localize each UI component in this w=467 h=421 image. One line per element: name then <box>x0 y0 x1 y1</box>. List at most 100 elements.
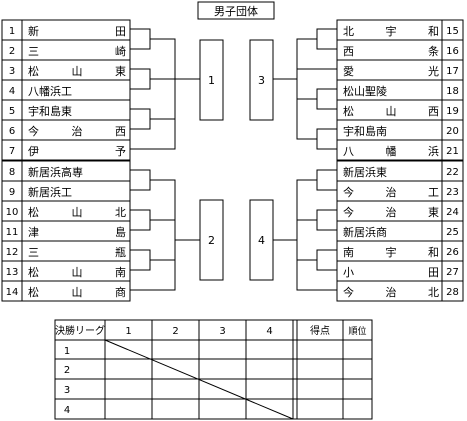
team-name: 新居浜工 <box>28 185 72 199</box>
league-rank-header: 順位 <box>348 325 366 337</box>
team-name: 小田 <box>343 266 439 279</box>
svg-text:新居浜工: 新居浜工 <box>28 185 72 199</box>
team-name: 南宇和 <box>343 246 439 259</box>
svg-text:北: 北 <box>115 206 126 219</box>
svg-text:山: 山 <box>72 206 83 219</box>
team-name: 宇和島南 <box>343 124 387 138</box>
league-row-2: 2 <box>64 365 70 376</box>
block-label-2: 2 <box>208 234 215 247</box>
team-name: 今治北 <box>343 285 439 299</box>
team-seed: 20 <box>446 126 459 137</box>
team-name: 北宇和 <box>343 25 439 38</box>
team-name: 宇和島東 <box>28 104 72 118</box>
svg-text:新居浜高専: 新居浜高専 <box>28 165 83 179</box>
svg-text:宇和島南: 宇和島南 <box>343 124 387 138</box>
team-name: 三崎 <box>28 44 126 58</box>
team-row: 26南宇和 <box>336 240 464 262</box>
svg-text:和: 和 <box>428 25 439 38</box>
team-seed: 19 <box>446 106 459 117</box>
team-name: 伊予 <box>28 145 126 158</box>
team-name: 今治東 <box>343 205 439 219</box>
svg-text:宇: 宇 <box>386 246 397 259</box>
team-seed: 10 <box>6 207 19 218</box>
team-row: 27 小田 <box>336 260 464 282</box>
team-seed: 27 <box>446 267 459 278</box>
team-seed: 14 <box>6 287 19 298</box>
team-name: 新居浜高専 <box>28 165 83 179</box>
team-row: 4 八幡浜工 <box>1 79 131 101</box>
team-row: 14 松山商 <box>1 280 131 302</box>
league-header: 決勝リーグ <box>55 324 105 337</box>
svg-text:瓶: 瓶 <box>115 245 126 259</box>
svg-text:伊: 伊 <box>28 145 39 158</box>
title-box <box>197 1 275 20</box>
left-bracket-lines <box>130 28 200 291</box>
svg-text:今: 今 <box>343 285 354 299</box>
svg-text:和: 和 <box>428 246 439 259</box>
team-row: 24今治東 <box>336 200 464 222</box>
team-seed: 22 <box>446 167 459 178</box>
team-row: 25 新居浜商 <box>336 220 464 242</box>
team-row: 21八幡浜 <box>336 139 464 161</box>
team-row: 7 伊予 <box>1 139 131 161</box>
team-seed: 15 <box>446 26 459 37</box>
league-col-2: 2 <box>172 326 178 337</box>
block-label-3: 3 <box>258 74 265 87</box>
svg-text:松: 松 <box>28 265 39 279</box>
svg-text:山: 山 <box>72 65 83 78</box>
team-name: 松山商 <box>28 285 126 299</box>
team-seed: 28 <box>446 287 459 298</box>
svg-text:新: 新 <box>28 24 39 38</box>
svg-text:松: 松 <box>28 64 39 78</box>
svg-text:南: 南 <box>343 246 354 259</box>
block-label-1: 1 <box>208 74 215 87</box>
team-seed: 7 <box>9 146 15 157</box>
league-col-1: 1 <box>125 326 131 337</box>
block-box-4 <box>249 199 274 281</box>
svg-text:崎: 崎 <box>115 44 126 58</box>
team-row: 16西条 <box>336 39 464 61</box>
svg-text:西: 西 <box>115 125 126 138</box>
team-seed: 21 <box>446 146 459 157</box>
svg-text:治: 治 <box>386 185 397 199</box>
svg-text:田: 田 <box>115 25 126 38</box>
svg-text:松: 松 <box>28 205 39 219</box>
svg-text:今: 今 <box>343 185 354 199</box>
team-seed: 12 <box>6 247 19 258</box>
team-name: 三瓶 <box>28 245 126 259</box>
block-box-3 <box>249 39 274 121</box>
svg-text:条: 条 <box>428 44 439 58</box>
team-seed: 2 <box>9 46 15 57</box>
svg-text:幡: 幡 <box>386 144 397 158</box>
team-seed: 25 <box>446 227 459 238</box>
team-seed: 13 <box>6 267 19 278</box>
svg-text:松: 松 <box>28 285 39 299</box>
league-row-4: 4 <box>64 405 70 416</box>
svg-text:東: 東 <box>115 65 126 78</box>
team-seed: 6 <box>9 126 15 137</box>
team-name: 松山東 <box>28 64 126 78</box>
final-league-table: 決勝リーグ 1 2 3 4 得点 順位 1 2 3 4 <box>54 319 373 420</box>
svg-text:八幡浜工: 八幡浜工 <box>28 84 72 98</box>
svg-text:津: 津 <box>28 226 39 239</box>
team-row: 20 宇和島南 <box>336 119 464 141</box>
svg-text:治: 治 <box>72 124 83 138</box>
svg-text:新居浜商: 新居浜商 <box>343 225 387 239</box>
team-row: 17愛光 <box>336 59 464 81</box>
team-seed: 4 <box>9 86 15 97</box>
svg-text:宇: 宇 <box>386 25 397 38</box>
svg-text:工: 工 <box>428 186 439 199</box>
svg-text:南: 南 <box>115 266 126 279</box>
team-row: 10 松 山 北 <box>1 200 131 222</box>
right-team-list: 15北宇和16西条17愛光18松山聖陵19松山西20宇和島南21八幡浜22新居浜… <box>336 19 464 302</box>
team-seed: 16 <box>446 46 459 57</box>
svg-text:愛: 愛 <box>343 65 354 78</box>
team-name: 今治工 <box>343 185 439 199</box>
